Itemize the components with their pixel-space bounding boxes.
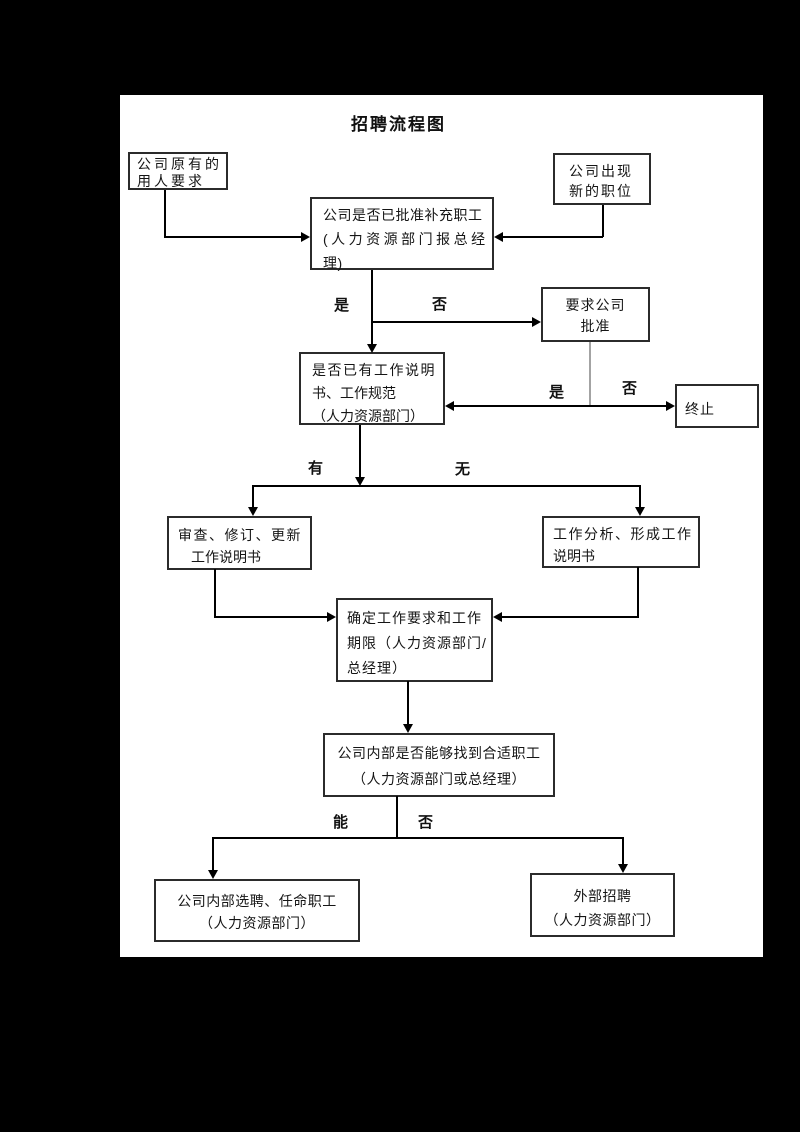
connector-line xyxy=(502,616,639,618)
connector-line xyxy=(396,796,398,839)
flow-node-approved-supplement: 公司是否已批准补充职工 (人力资源部门报总经 理) xyxy=(310,197,494,271)
arrowhead-right xyxy=(532,317,541,327)
flowchart-page: 招聘流程图 公司原有的 用人要求 公司出现 新的职位 公司是否已批准补充职工 (… xyxy=(120,95,763,957)
flow-node-request-approval: 要求公司 批准 xyxy=(541,287,650,342)
arrowhead-right xyxy=(327,612,336,622)
node-text-line: 终止 xyxy=(685,401,715,417)
connector-line xyxy=(164,236,301,238)
connector-line xyxy=(359,425,361,479)
flow-node-internal-hire: 公司内部选聘、任命职工 （人力资源部门） xyxy=(154,879,360,942)
arrowhead-down xyxy=(248,507,258,516)
connector-line xyxy=(503,236,603,238)
flow-node-has-job-description: 是否已有工作说明 书、工作规范 （人力资源部门） xyxy=(299,352,445,425)
node-text-line: 外部招聘 xyxy=(573,888,632,904)
node-text-line: 新的职位 xyxy=(569,183,633,199)
flow-node-new-position: 公司出现 新的职位 xyxy=(553,153,651,205)
connector-line xyxy=(622,837,624,865)
branch-label-yes-1: 是 xyxy=(334,297,350,314)
connector-line xyxy=(212,837,214,871)
node-text-line: 公司是否已批准补充职工 xyxy=(323,207,483,223)
arrowhead-down xyxy=(208,870,218,879)
node-text-line: 公司内部选聘、任命职工 xyxy=(177,893,337,909)
node-text-line: 批准 xyxy=(580,318,611,334)
node-text-line: 期限（人力资源部门/ xyxy=(347,635,487,651)
connector-line xyxy=(371,321,373,345)
node-text-line: 审查、修订、更新 xyxy=(178,527,302,543)
connector-line xyxy=(407,681,409,725)
node-text-line: 工作说明书 xyxy=(191,549,261,565)
branch-label-no-2: 否 xyxy=(622,380,638,397)
connector-line-gray xyxy=(589,342,591,406)
connector-line xyxy=(454,405,666,407)
node-text-line: 总经理） xyxy=(347,660,407,676)
flow-node-review-update: 审查、修订、更新 工作说明书 xyxy=(167,516,312,570)
flow-node-external-recruit: 外部招聘 （人力资源部门） xyxy=(530,873,675,937)
connector-line xyxy=(252,485,641,487)
node-text-line: 是否已有工作说明 xyxy=(312,362,436,378)
node-text-line: （人力资源部门或总经理） xyxy=(352,771,526,787)
arrowhead-down xyxy=(635,507,645,516)
node-text-line: 公司出现 xyxy=(569,163,633,179)
node-text-line: (人力资源部门报总经 xyxy=(323,231,489,247)
arrowhead-right xyxy=(666,401,675,411)
flow-node-internal-find: 公司内部是否能够找到合适职工 （人力资源部门或总经理） xyxy=(323,733,555,797)
page-title: 招聘流程图 xyxy=(351,115,446,134)
connector-line xyxy=(637,567,639,618)
node-text-line: 确定工作要求和工作 xyxy=(347,610,482,626)
connector-line xyxy=(639,485,641,509)
flow-node-job-analysis: 工作分析、形成工作 说明书 xyxy=(542,516,700,568)
branch-label-no-3: 否 xyxy=(418,814,434,831)
arrowhead-left xyxy=(445,401,454,411)
connector-line xyxy=(214,616,327,618)
node-text-line: （人力资源部门） xyxy=(199,915,315,931)
arrowhead-down xyxy=(618,864,628,873)
connector-line xyxy=(212,837,624,839)
node-text-line: 理) xyxy=(323,255,343,271)
node-text-line: 要求公司 xyxy=(565,297,626,313)
branch-label-no-1: 否 xyxy=(432,296,448,313)
arrowhead-left xyxy=(494,232,503,242)
connector-line xyxy=(252,485,254,509)
arrowhead-left xyxy=(493,612,502,622)
branch-label-none: 无 xyxy=(455,461,471,478)
connector-line xyxy=(214,569,216,618)
branch-label-have: 有 xyxy=(308,460,324,477)
node-text-line: 用人要求 xyxy=(137,173,205,189)
connector-line xyxy=(371,321,532,323)
arrowhead-right xyxy=(301,232,310,242)
flow-node-existing-need: 公司原有的 用人要求 xyxy=(128,152,228,190)
node-text-line: 公司原有的 xyxy=(137,156,222,172)
connector-line xyxy=(602,205,604,237)
arrowhead-down xyxy=(355,477,365,486)
node-text-line: （人力资源部门） xyxy=(544,912,661,928)
branch-label-yes-2: 是 xyxy=(549,384,565,401)
arrowhead-down xyxy=(403,724,413,733)
branch-label-can: 能 xyxy=(333,814,349,831)
node-text-line: 书、工作规范 xyxy=(312,385,396,401)
arrowhead-down xyxy=(367,344,377,353)
flow-node-terminate: 终止 xyxy=(675,384,759,428)
flow-node-determine-requirements: 确定工作要求和工作 期限（人力资源部门/ 总经理） xyxy=(336,598,493,682)
connector-line xyxy=(371,270,373,323)
connector-line xyxy=(164,190,166,237)
node-text-line: 工作分析、形成工作 xyxy=(553,526,693,542)
node-text-line: 说明书 xyxy=(553,548,595,564)
node-text-line: 公司内部是否能够找到合适职工 xyxy=(337,745,541,761)
node-text-line: （人力资源部门） xyxy=(312,408,424,424)
